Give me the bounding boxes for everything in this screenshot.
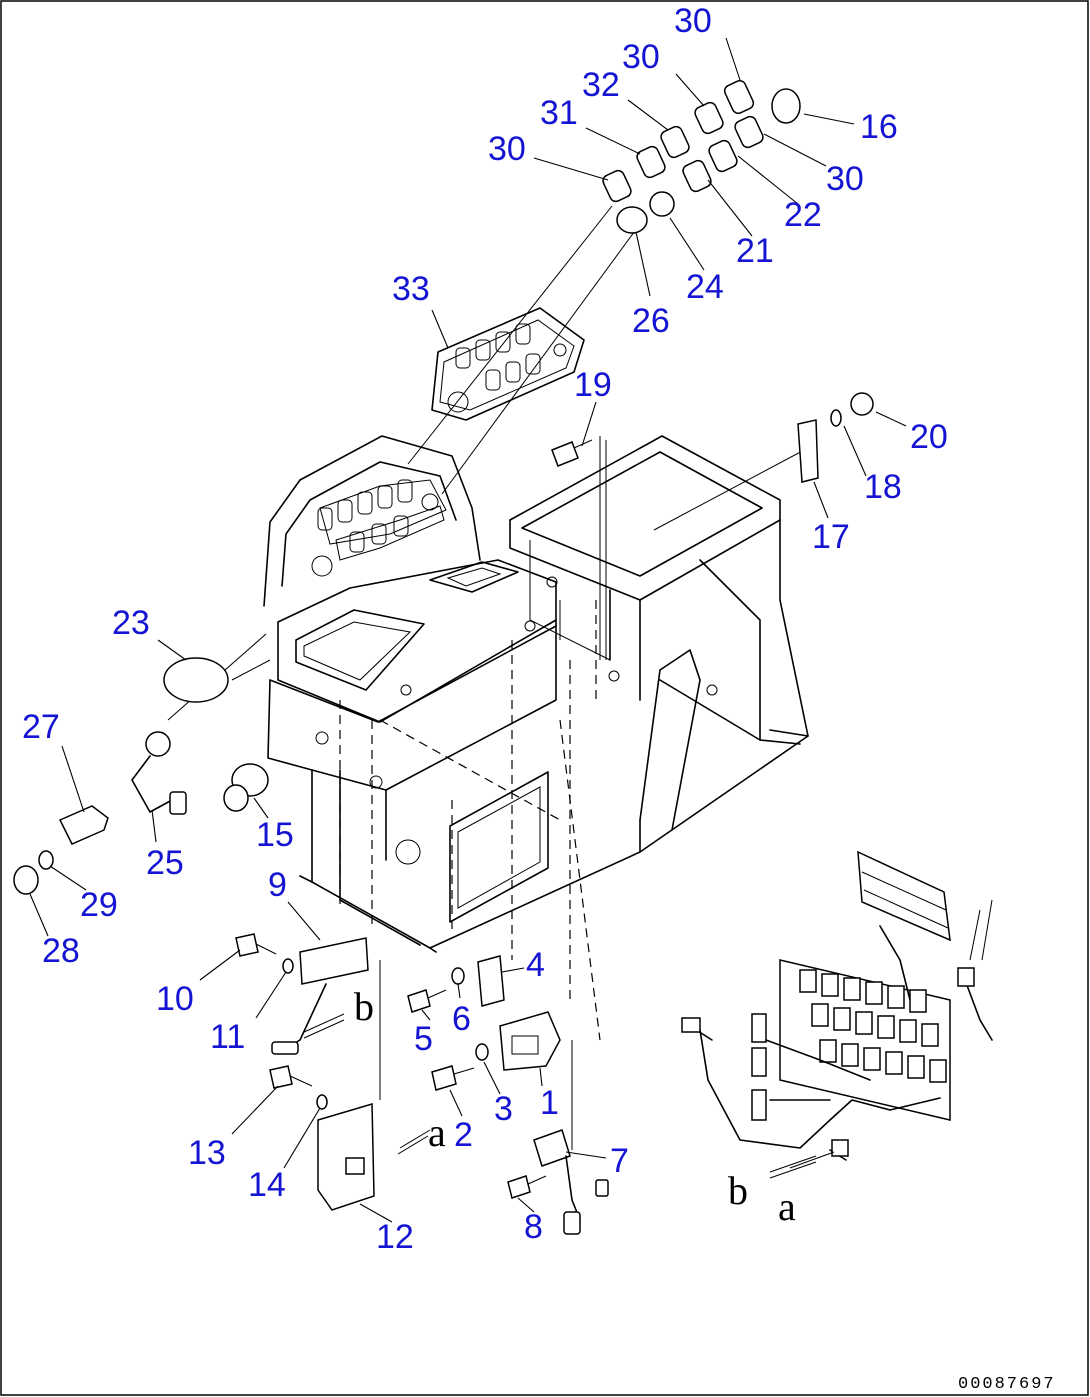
callout-labels: 1 2 3 4 5 6 7 8 9 10 11 12 13 14 15 16 1… <box>22 2 948 1256</box>
connector-letter-a-right: a <box>778 1184 796 1229</box>
leader-lines <box>29 37 907 1223</box>
callout-25: 25 <box>146 844 184 882</box>
callout-22: 22 <box>784 196 822 234</box>
callout-21: 21 <box>736 232 774 270</box>
small-parts <box>13 392 874 1235</box>
callout-18: 18 <box>864 468 902 506</box>
callout-30d: 30 <box>826 160 864 198</box>
callout-9: 9 <box>268 866 287 904</box>
switch-parts-top <box>602 79 801 234</box>
callout-32: 32 <box>582 66 620 104</box>
callout-3: 3 <box>494 1090 513 1128</box>
connector-letter-a-left: a <box>428 1110 446 1155</box>
callout-5: 5 <box>414 1020 433 1058</box>
callout-30c: 30 <box>674 2 712 40</box>
callout-29: 29 <box>80 886 118 924</box>
callout-15: 15 <box>256 816 294 854</box>
callout-26: 26 <box>632 302 670 340</box>
console-body <box>263 435 809 953</box>
callout-20: 20 <box>910 418 948 456</box>
callout-7: 7 <box>610 1142 629 1180</box>
callout-28: 28 <box>42 932 80 970</box>
dash-switch-slots <box>317 479 413 553</box>
callout-33: 33 <box>392 270 430 308</box>
relay-block <box>799 969 947 1083</box>
callout-30a: 30 <box>488 130 526 168</box>
callout-11: 11 <box>210 1018 245 1056</box>
connector-letter-b-left: b <box>354 984 374 1029</box>
connector-arrows <box>303 1013 835 1179</box>
assembly-dashed-lines <box>339 600 601 1041</box>
callout-8: 8 <box>524 1208 543 1246</box>
callout-2: 2 <box>454 1116 473 1154</box>
callout-13: 13 <box>188 1134 226 1172</box>
explode-guide-lines <box>167 205 809 1150</box>
callout-19: 19 <box>574 366 612 404</box>
callout-24: 24 <box>686 268 724 306</box>
callout-23: 23 <box>112 604 150 642</box>
callout-14: 14 <box>248 1166 286 1204</box>
connector-letter-b-right: b <box>728 1168 748 1213</box>
callout-4: 4 <box>526 946 545 984</box>
callout-6: 6 <box>452 1000 471 1038</box>
callout-27: 27 <box>22 708 60 746</box>
document-number: 00087697 <box>958 1375 1056 1394</box>
callout-31: 31 <box>540 94 578 132</box>
callout-1: 1 <box>540 1084 559 1122</box>
callout-10: 10 <box>156 980 194 1018</box>
switch-plate-33 <box>431 307 585 421</box>
connector-letters: b a b a <box>354 984 796 1229</box>
callout-17: 17 <box>812 518 850 556</box>
callout-12: 12 <box>376 1218 414 1256</box>
wiring-harness <box>681 850 993 1161</box>
callout-30b: 30 <box>622 38 660 76</box>
callout-16: 16 <box>860 108 898 146</box>
